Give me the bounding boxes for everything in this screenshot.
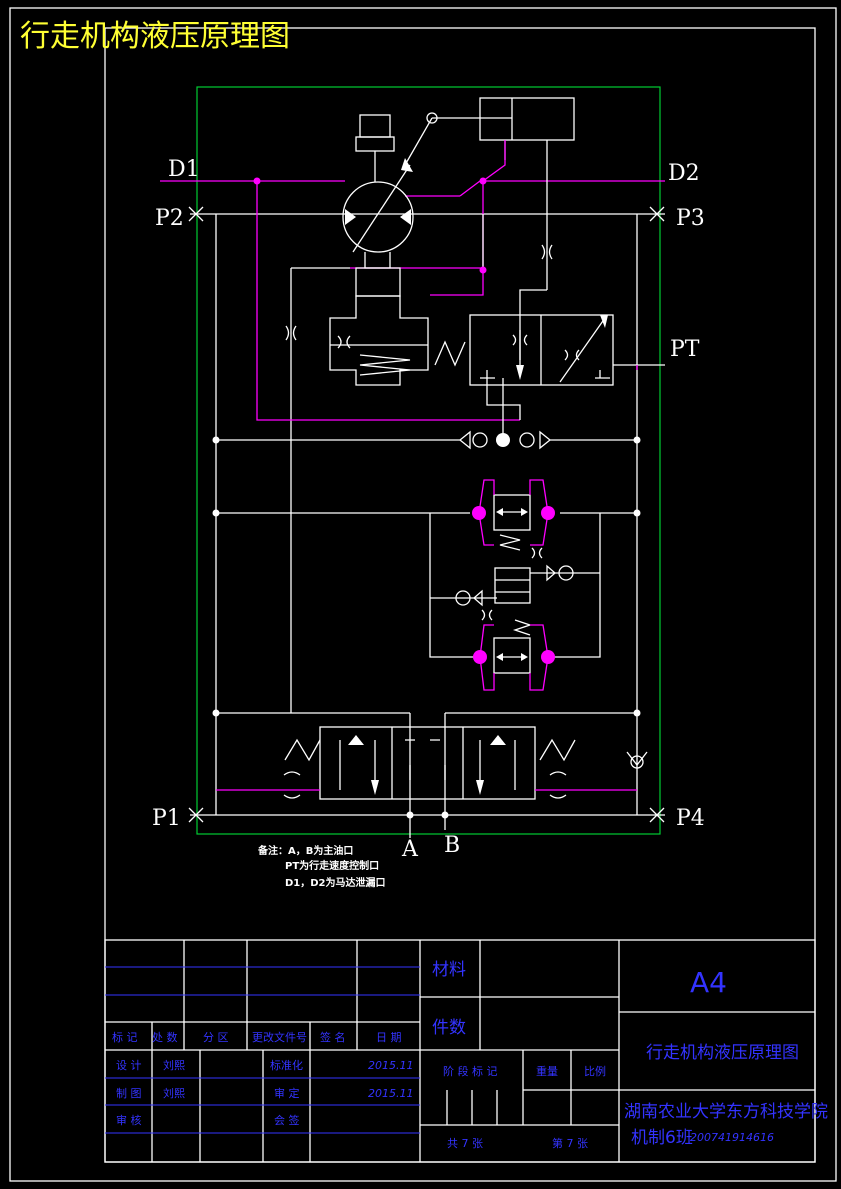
tb-approve-label: 会 签 xyxy=(274,1113,300,1127)
label-pt: PT xyxy=(670,337,700,362)
label-b: B xyxy=(444,833,460,858)
tb-student-no: 200741914616 xyxy=(690,1131,774,1144)
note-line-3: D1，D2为马达泄漏口 xyxy=(285,876,386,889)
tb-class: 机制6班 xyxy=(631,1128,693,1148)
label-d2: D2 xyxy=(668,161,700,186)
tb-sheets-total: 共 7 张 xyxy=(447,1137,483,1150)
tb-drawing-name: 行走机构液压原理图 xyxy=(646,1043,799,1063)
circuit-boundary xyxy=(196,86,661,835)
title-block-grid xyxy=(104,939,816,1163)
tb-sheet-no: 第 7 张 xyxy=(552,1136,588,1150)
tb-header-zone: 分 区 xyxy=(203,1031,229,1044)
port-markers xyxy=(188,206,665,823)
tb-review-label: 审 定 xyxy=(274,1086,300,1100)
tb-header-date: 日 期 xyxy=(376,1031,402,1044)
hydraulic-motor xyxy=(342,114,414,269)
note-line-2: PT为行走速度控制口 xyxy=(285,859,379,872)
tb-stage-label: 阶 段 标 记 xyxy=(443,1064,498,1078)
label-d1: D1 xyxy=(168,157,200,182)
junction-dots xyxy=(212,177,641,819)
directional-valve xyxy=(216,726,648,800)
tb-draft-name: 刘熙 xyxy=(163,1087,185,1100)
tb-paper-size: A4 xyxy=(690,966,727,999)
tb-weight-label: 重量 xyxy=(536,1064,558,1078)
tb-header-doc: 更改文件号 xyxy=(252,1030,307,1044)
valve-stack xyxy=(455,479,574,691)
tb-header-count: 处 数 xyxy=(152,1031,178,1044)
label-p2: P2 xyxy=(155,206,184,231)
tb-draft-label: 制 图 xyxy=(116,1087,142,1100)
label-p3: P3 xyxy=(676,206,705,231)
tb-design-name: 刘熙 xyxy=(163,1059,185,1072)
tb-design-date: 2015.11 xyxy=(368,1059,414,1072)
tb-header-mark: 标 记 xyxy=(112,1030,138,1044)
shuttle-check-valves xyxy=(459,430,551,450)
tb-header-sign: 签 名 xyxy=(320,1030,346,1044)
tb-quantity: 件数 xyxy=(432,1018,466,1038)
control-cylinder xyxy=(404,97,575,182)
label-p1: P1 xyxy=(152,806,181,831)
orifice-restrictors xyxy=(285,244,553,341)
note-line-1: 备注：A，B为主油口 xyxy=(257,844,353,857)
tb-design-label: 设 计 xyxy=(116,1059,142,1072)
tb-standard-label: 标准化 xyxy=(270,1058,303,1072)
tb-school: 湖南农业大学东方科技学院 xyxy=(624,1102,828,1122)
tb-scale-label: 比例 xyxy=(584,1064,606,1078)
label-a: A xyxy=(401,837,419,862)
outer-border xyxy=(9,7,837,1182)
pressure-valve xyxy=(329,267,466,386)
tb-check-label: 审 核 xyxy=(116,1113,142,1127)
page-title: 行走机构液压原理图 xyxy=(20,19,290,54)
label-p4: P4 xyxy=(676,806,705,831)
main-lines xyxy=(160,140,665,838)
tb-draft-date: 2015.11 xyxy=(368,1087,414,1100)
tb-material: 材料 xyxy=(432,960,466,980)
speed-control-valve xyxy=(469,314,614,386)
